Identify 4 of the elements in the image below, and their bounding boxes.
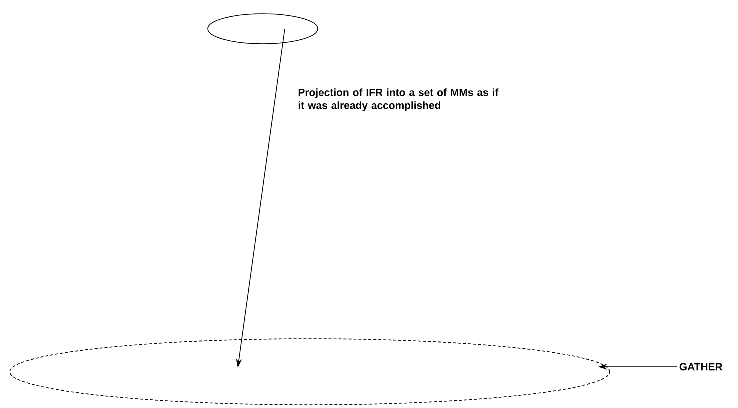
ellipse-shape (208, 14, 318, 44)
text-label: GATHER (680, 363, 723, 371)
edge-label: Projection of IFR into a set of MMs as if it was already accomplished (298, 88, 499, 112)
dashed-ellipse (10, 338, 610, 406)
